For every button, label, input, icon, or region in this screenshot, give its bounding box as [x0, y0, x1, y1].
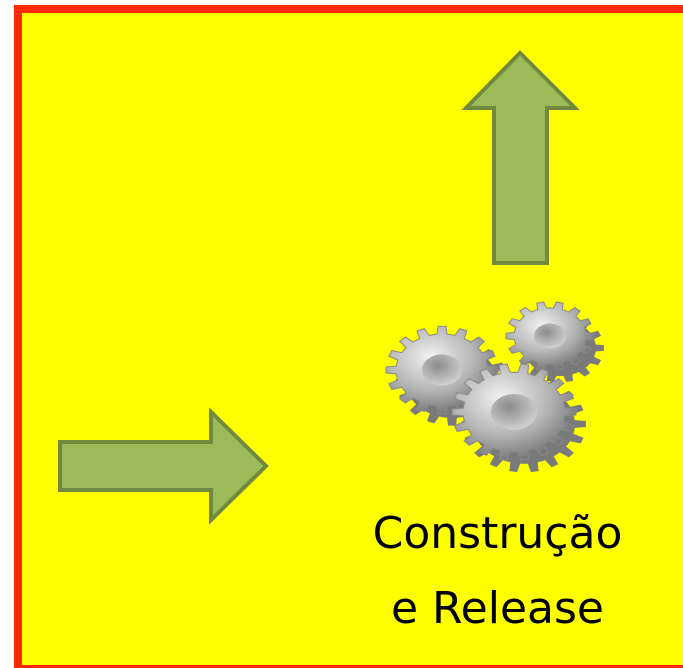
phase-label-line-1: Construção [372, 508, 623, 559]
arrow-up-icon [461, 50, 580, 265]
gears-icon [385, 301, 604, 473]
gear-small-hole [534, 323, 566, 349]
arrow-right-icon [58, 407, 269, 525]
gear-large-hole [491, 394, 537, 430]
gear-left-hole [422, 354, 462, 386]
phase-label-line-2: e Release [391, 583, 604, 634]
